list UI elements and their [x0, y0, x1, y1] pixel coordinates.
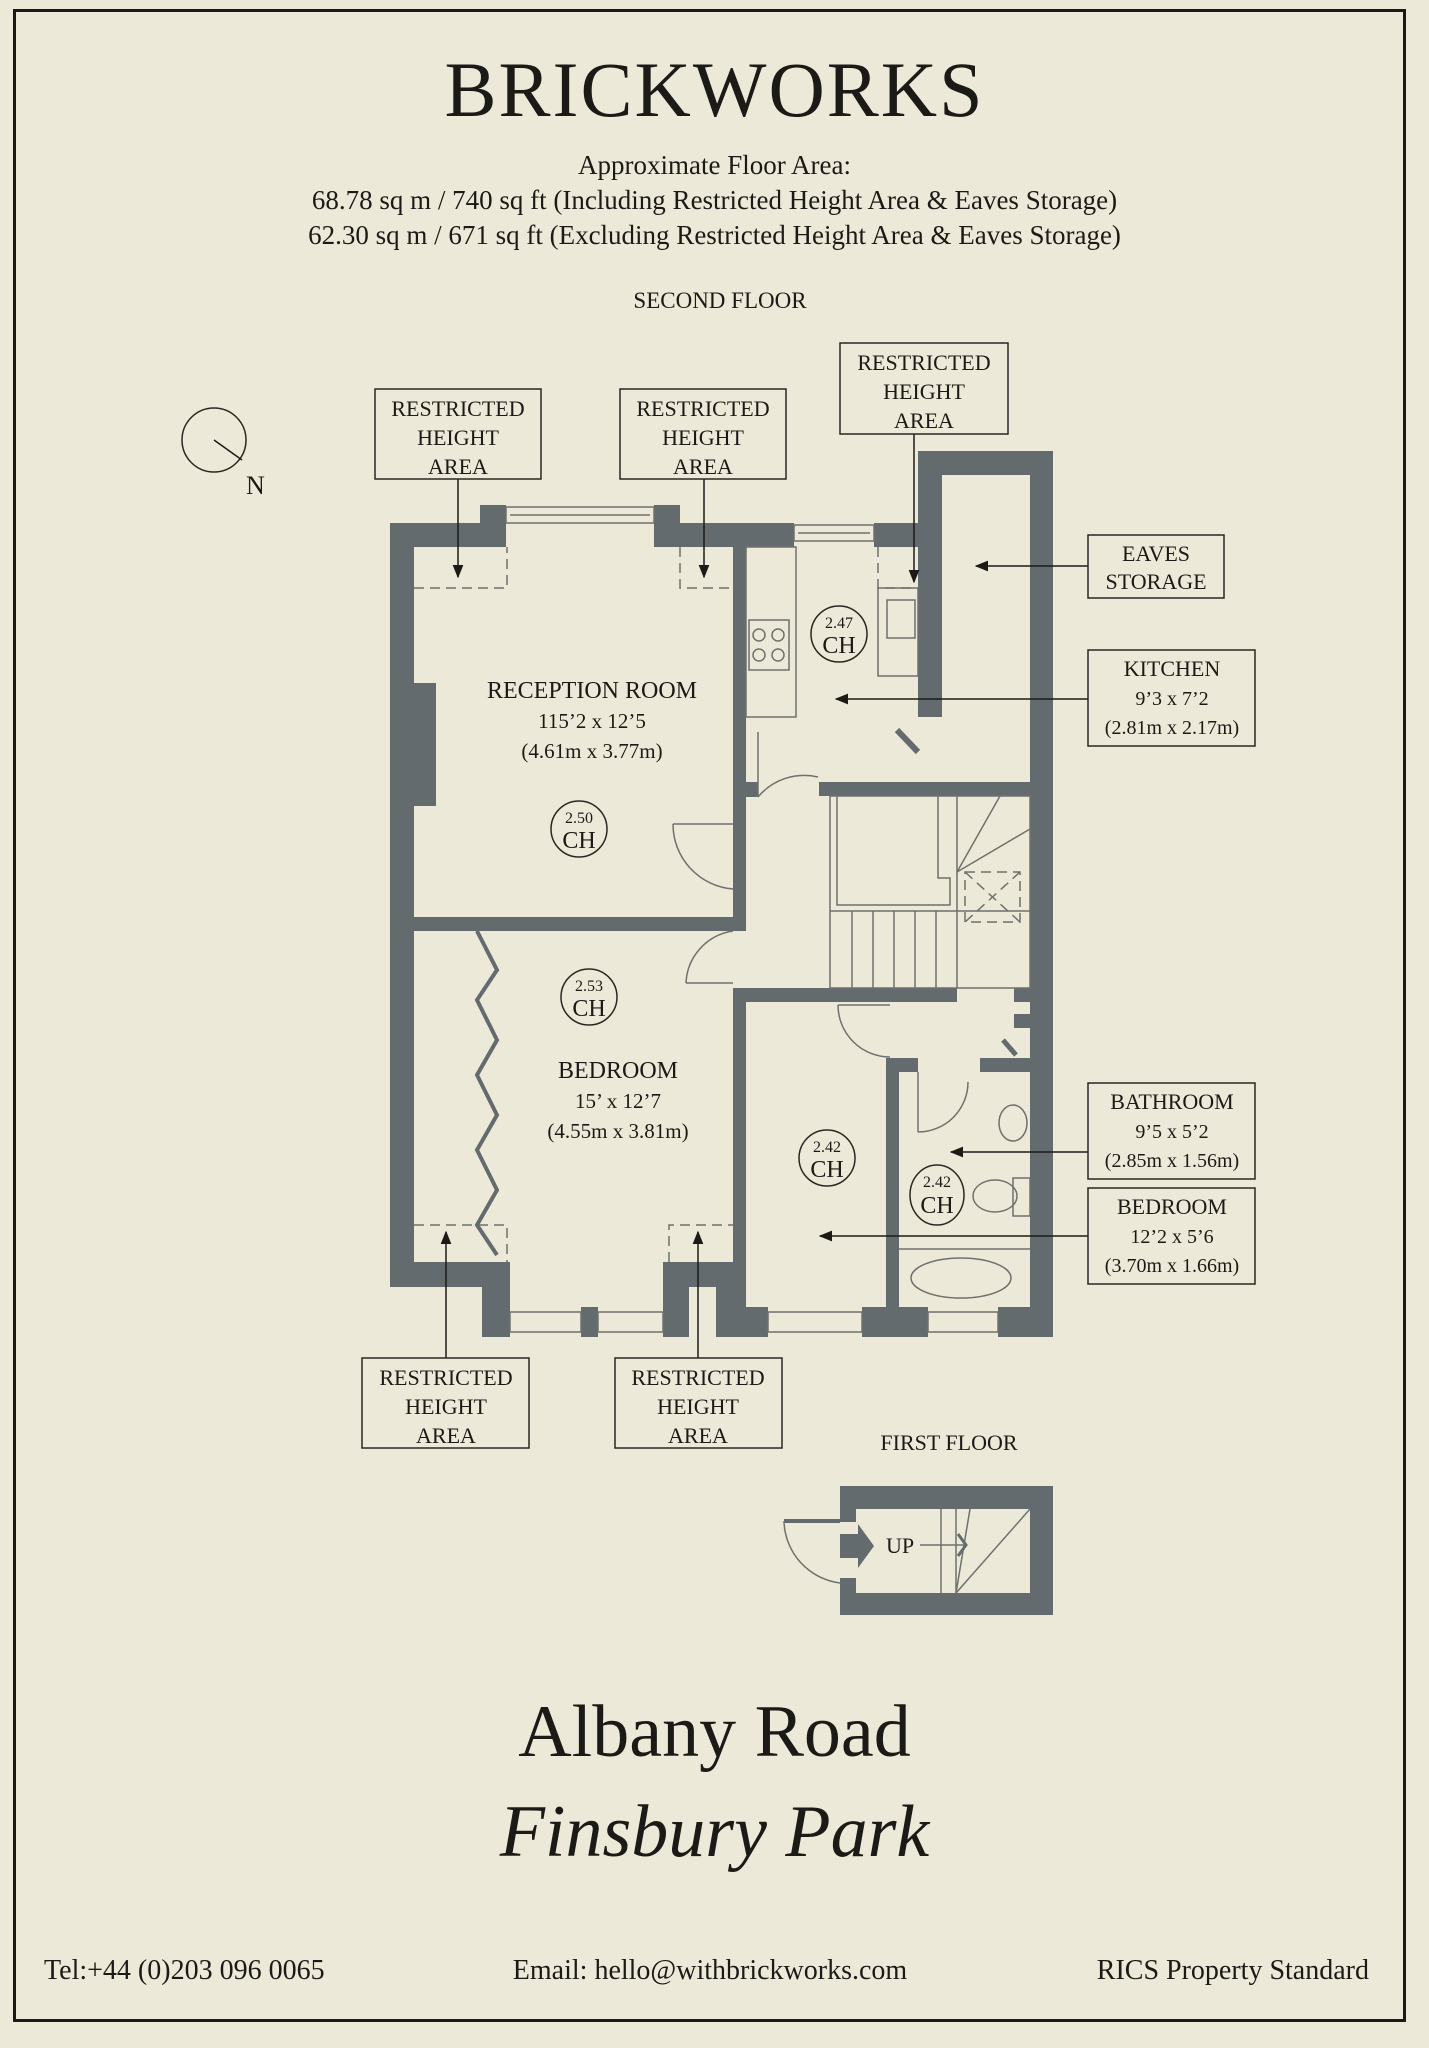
footer-standard: RICS Property Standard	[1096, 1955, 1369, 1986]
toilet-icon	[972, 1179, 1018, 1213]
svg-text:RESTRICTED: RESTRICTED	[631, 1365, 764, 1390]
entry-arrow-icon	[840, 1524, 874, 1568]
svg-text:HEIGHT: HEIGHT	[405, 1394, 487, 1419]
ceiling-height-markers: 2.47 CH 2.50 CH 2.53 CH 2.42 CH 2.42 CH	[550, 605, 965, 1226]
sink-icon	[886, 599, 916, 639]
footer-tel[interactable]: Tel:+44 (0)203 096 0065	[44, 1955, 325, 1986]
svg-text:9’5 x 5’2: 9’5 x 5’2	[1135, 1121, 1208, 1143]
callout-bedroom-2: BEDROOM 12’2 x 5’6 (3.70m x 1.66m)	[1087, 1187, 1256, 1285]
svg-text:AREA: AREA	[668, 1423, 728, 1448]
bathroom-fixtures	[899, 1104, 1031, 1299]
svg-text:2.42: 2.42	[813, 1139, 841, 1156]
svg-text:RESTRICTED: RESTRICTED	[857, 350, 990, 375]
wardrobe-icon	[474, 930, 500, 1257]
svg-text:AREA: AREA	[428, 454, 488, 479]
svg-text:9’3 x 7’2: 9’3 x 7’2	[1135, 688, 1208, 710]
svg-text:STORAGE: STORAGE	[1105, 569, 1206, 594]
svg-text:2.50: 2.50	[565, 810, 593, 827]
page-border	[13, 9, 1406, 2022]
callout-kitchen: KITCHEN 9’3 x 7’2 (2.81m x 2.17m)	[1087, 649, 1256, 747]
brand-title: BRICKWORKS	[444, 46, 985, 133]
svg-text:RESTRICTED: RESTRICTED	[379, 1365, 512, 1390]
svg-text:BATHROOM: BATHROOM	[1110, 1089, 1233, 1114]
svg-text:KITCHEN: KITCHEN	[1124, 656, 1221, 681]
callout-rha-2: RESTRICTED HEIGHT AREA	[619, 388, 787, 480]
svg-text:12’2 x 5’6: 12’2 x 5’6	[1130, 1226, 1213, 1248]
doors	[672, 727, 1018, 1133]
svg-text:RESTRICTED: RESTRICTED	[636, 396, 769, 421]
staircase	[829, 795, 1031, 989]
footer-email[interactable]: Email: hello@withbrickworks.com	[512, 1955, 908, 1986]
callout-rha-4: RESTRICTED HEIGHT AREA	[361, 1357, 530, 1449]
room-bedroom: BEDROOM 15’ x 12’7 (4.55m x 3.81m)	[547, 1058, 688, 1143]
callout-bathroom: BATHROOM 9’5 x 5’2 (2.85m x 1.56m)	[1087, 1082, 1256, 1180]
area-including: 68.78 sq m / 740 sq ft (Including Restri…	[311, 185, 1118, 215]
svg-text:CH: CH	[562, 828, 595, 854]
svg-text:BEDROOM: BEDROOM	[558, 1058, 678, 1084]
svg-text:RECEPTION ROOM: RECEPTION ROOM	[487, 678, 697, 704]
svg-text:CH: CH	[572, 996, 605, 1022]
svg-text:2.53: 2.53	[575, 978, 603, 995]
windows	[505, 506, 999, 1333]
svg-text:CH: CH	[822, 633, 855, 659]
svg-text:CH: CH	[920, 1193, 953, 1219]
svg-text:HEIGHT: HEIGHT	[657, 1394, 739, 1419]
walls	[390, 451, 1053, 1337]
leader-lines	[440, 434, 1088, 1358]
svg-text:AREA: AREA	[894, 408, 954, 433]
svg-text:(4.61m x 3.77m): (4.61m x 3.77m)	[521, 739, 662, 763]
bathtub-icon	[910, 1257, 1012, 1299]
svg-text:UP: UP	[886, 1533, 914, 1558]
svg-text:2.47: 2.47	[825, 615, 853, 632]
first-floor-plan: UP	[783, 1486, 1053, 1615]
second-floor-label: SECOND FLOOR	[633, 288, 807, 313]
address-area: Finsbury Park	[499, 1791, 930, 1873]
svg-text:HEIGHT: HEIGHT	[662, 425, 744, 450]
kitchen-fixtures	[745, 546, 919, 718]
compass-icon: N	[181, 407, 265, 500]
floor-plan: N	[181, 342, 1256, 1615]
svg-text:CH: CH	[810, 1157, 843, 1183]
svg-text:AREA: AREA	[673, 454, 733, 479]
svg-text:RESTRICTED: RESTRICTED	[391, 396, 524, 421]
svg-text:EAVES: EAVES	[1122, 541, 1190, 566]
area-excluding: 62.30 sq m / 671 sq ft (Excluding Restri…	[308, 220, 1121, 250]
svg-text:2.42: 2.42	[923, 1174, 951, 1191]
svg-text:(3.70m x 1.66m): (3.70m x 1.66m)	[1105, 1255, 1239, 1277]
svg-text:(2.85m x 1.56m): (2.85m x 1.56m)	[1105, 1150, 1239, 1172]
basin-icon	[998, 1104, 1028, 1142]
area-heading: Approximate Floor Area:	[578, 150, 851, 180]
room-reception: RECEPTION ROOM 115’2 x 12’5 (4.61m x 3.7…	[487, 678, 697, 763]
svg-text:AREA: AREA	[416, 1423, 476, 1448]
svg-text:(2.81m x 2.17m): (2.81m x 2.17m)	[1105, 717, 1239, 739]
svg-text:BEDROOM: BEDROOM	[1117, 1194, 1227, 1219]
callout-rha-1: RESTRICTED HEIGHT AREA	[374, 388, 542, 480]
first-floor-label: FIRST FLOOR	[880, 1430, 1017, 1455]
svg-text:HEIGHT: HEIGHT	[883, 379, 965, 404]
north-label: N	[246, 471, 265, 500]
callout-rha-5: RESTRICTED HEIGHT AREA	[614, 1357, 783, 1449]
svg-text:(4.55m x 3.81m): (4.55m x 3.81m)	[547, 1119, 688, 1143]
callout-eaves-storage: EAVES STORAGE	[1087, 534, 1225, 599]
svg-text:15’ x 12’7: 15’ x 12’7	[575, 1089, 661, 1113]
callout-rha-3: RESTRICTED HEIGHT AREA	[839, 342, 1009, 435]
svg-text:115’2 x 12’5: 115’2 x 12’5	[538, 709, 646, 733]
address-street: Albany Road	[518, 1691, 911, 1773]
svg-text:HEIGHT: HEIGHT	[417, 425, 499, 450]
